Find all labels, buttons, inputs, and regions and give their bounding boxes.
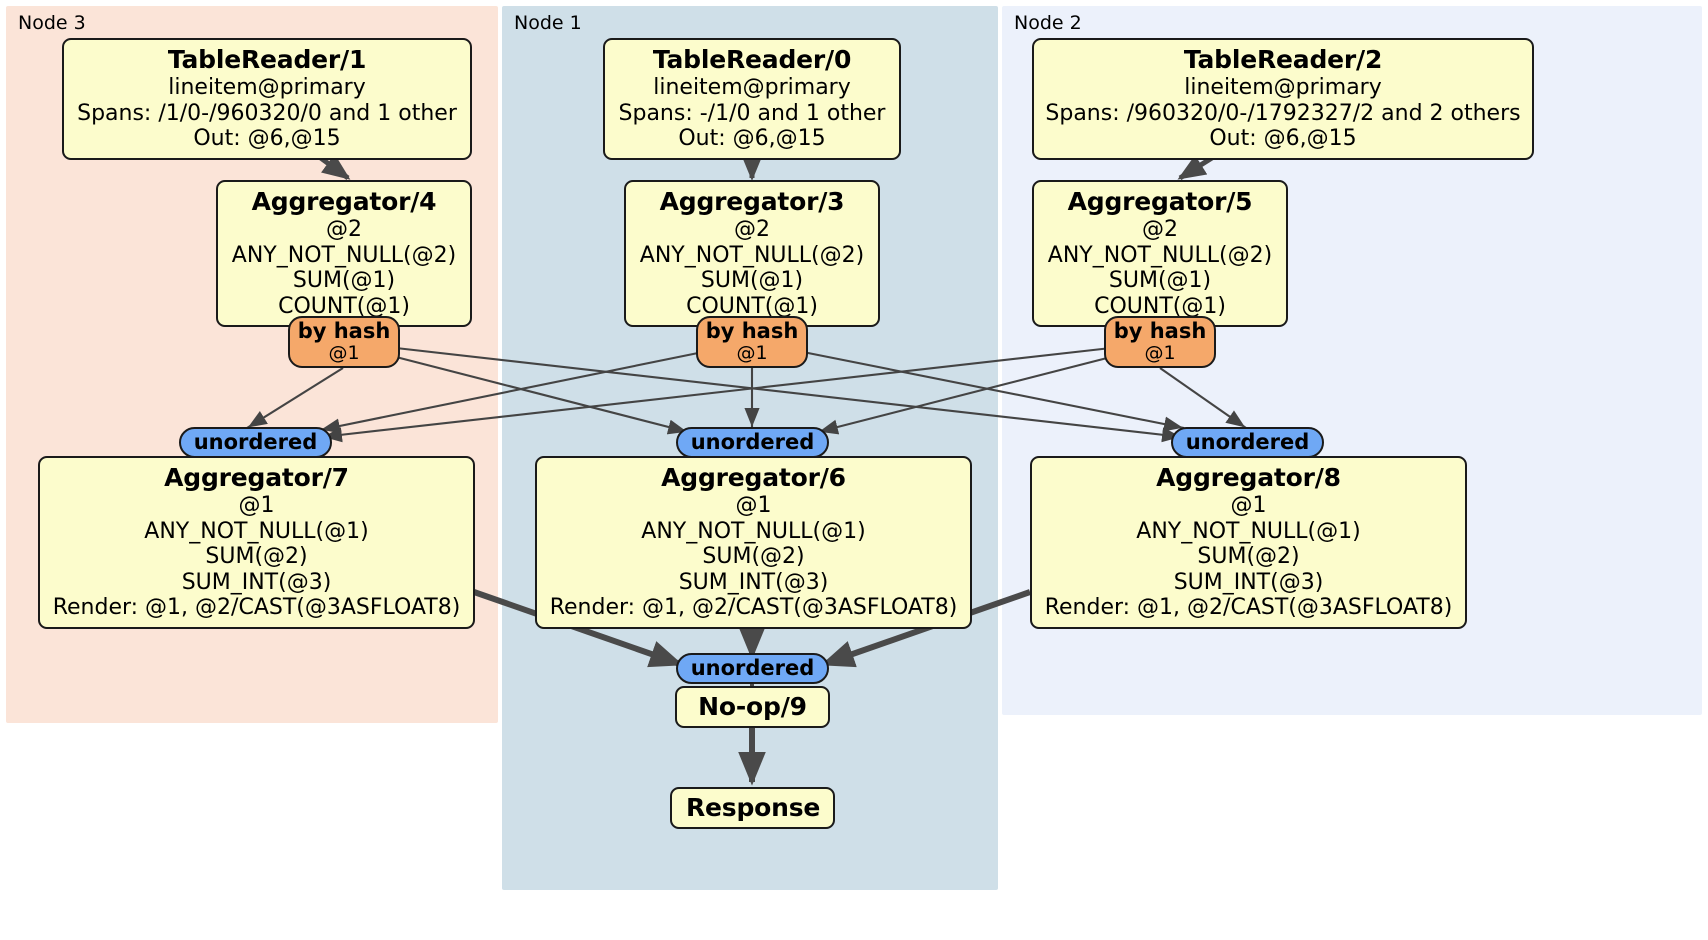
processor-line: ANY_NOT_NULL(@1) <box>641 518 866 544</box>
processor-line: COUNT(@1) <box>278 293 410 319</box>
processor-line: SUM_INT(@3) <box>181 569 332 595</box>
processor-title: Aggregator/5 <box>1067 187 1253 216</box>
processor-line: Out: @6,@15 <box>678 126 826 152</box>
cluster-label-node-1: Node 1 <box>514 12 582 34</box>
processor-title: TableReader/1 <box>167 45 367 74</box>
processor-line: @2 <box>1142 217 1178 242</box>
router-label: by hash <box>705 319 799 343</box>
processor-title: Aggregator/8 <box>1156 463 1341 492</box>
processor-title: Aggregator/4 <box>251 187 437 216</box>
router-unordered-final[interactable]: unordered <box>676 653 829 684</box>
processor-aggregator-5[interactable]: Aggregator/5 @2 ANY_NOT_NULL(@2) SUM(@1)… <box>1032 180 1288 328</box>
processor-aggregator-7[interactable]: Aggregator/7 @1 ANY_NOT_NULL(@1) SUM(@2)… <box>38 456 475 629</box>
processor-aggregator-4[interactable]: Aggregator/4 @2 ANY_NOT_NULL(@2) SUM(@1)… <box>216 180 472 328</box>
processor-title: Aggregator/3 <box>659 187 845 216</box>
router-sublabel: @1 <box>1144 342 1176 365</box>
processor-noop-9[interactable]: No-op/9 <box>675 686 830 728</box>
processor-line: SUM(@2) <box>1197 544 1300 570</box>
processor-title: TableReader/2 <box>1183 45 1383 74</box>
processor-line: Out: @6,@15 <box>1209 126 1357 152</box>
processor-table-reader-0[interactable]: TableReader/0 lineitem@primary Spans: -/… <box>603 38 901 160</box>
processor-line: COUNT(@1) <box>686 293 818 319</box>
processor-line: SUM(@1) <box>1108 268 1212 294</box>
processor-line: SUM(@1) <box>292 268 396 294</box>
processor-line: SUM(@1) <box>700 268 804 294</box>
processor-line: lineitem@primary <box>168 75 366 100</box>
router-label: by hash <box>297 319 391 343</box>
processor-table-reader-1[interactable]: TableReader/1 lineitem@primary Spans: /1… <box>62 38 472 160</box>
router-label: unordered <box>690 429 815 454</box>
processor-line: Render: @1, @2/CAST(@3ASFLOAT8) <box>1044 595 1453 621</box>
processor-line: SUM_INT(@3) <box>678 569 829 595</box>
router-unordered-mid[interactable]: unordered <box>676 427 829 458</box>
processor-line: SUM(@2) <box>205 544 308 570</box>
processor-line: @1 <box>735 493 772 518</box>
router-by-hash-right[interactable]: by hash @1 <box>1104 316 1216 368</box>
processor-title: Response <box>686 793 821 822</box>
processor-title: No-op/9 <box>698 692 807 721</box>
router-by-hash-mid[interactable]: by hash @1 <box>696 316 808 368</box>
processor-line: SUM(@2) <box>702 544 805 570</box>
processor-line: Spans: -/1/0 and 1 other <box>618 100 886 126</box>
processor-line: @2 <box>326 217 362 242</box>
processor-line: SUM_INT(@3) <box>1173 569 1324 595</box>
processor-aggregator-3[interactable]: Aggregator/3 @2 ANY_NOT_NULL(@2) SUM(@1)… <box>624 180 880 328</box>
router-unordered-right[interactable]: unordered <box>1171 427 1324 458</box>
processor-title: Aggregator/6 <box>661 463 846 492</box>
processor-line: Spans: /960320/0-/1792327/2 and 2 others <box>1045 100 1521 126</box>
processor-line: ANY_NOT_NULL(@2) <box>1047 242 1273 268</box>
processor-line: @2 <box>734 217 770 242</box>
processor-line: Render: @1, @2/CAST(@3ASFLOAT8) <box>549 595 958 621</box>
router-label: unordered <box>690 655 815 680</box>
router-by-hash-left[interactable]: by hash @1 <box>288 316 400 368</box>
processor-line: Out: @6,@15 <box>193 126 341 152</box>
processor-line: lineitem@primary <box>653 75 851 100</box>
processor-line: Spans: /1/0-/960320/0 and 1 other <box>77 100 457 126</box>
processor-line: @1 <box>238 493 275 518</box>
processor-aggregator-6[interactable]: Aggregator/6 @1 ANY_NOT_NULL(@1) SUM(@2)… <box>535 456 972 629</box>
processor-line: @1 <box>1230 493 1267 518</box>
processor-line: lineitem@primary <box>1184 75 1382 100</box>
processor-line: ANY_NOT_NULL(@2) <box>231 242 457 268</box>
processor-line: ANY_NOT_NULL(@2) <box>639 242 865 268</box>
processor-line: Render: @1, @2/CAST(@3ASFLOAT8) <box>52 595 461 621</box>
processor-line: ANY_NOT_NULL(@1) <box>1136 518 1361 544</box>
processor-aggregator-8[interactable]: Aggregator/8 @1 ANY_NOT_NULL(@1) SUM(@2)… <box>1030 456 1467 629</box>
router-sublabel: @1 <box>736 342 768 365</box>
router-sublabel: @1 <box>328 342 360 365</box>
cluster-label-node-3: Node 3 <box>18 12 86 34</box>
processor-title: TableReader/0 <box>652 45 852 74</box>
router-label: unordered <box>193 429 318 454</box>
router-label: by hash <box>1113 319 1207 343</box>
router-label: unordered <box>1185 429 1310 454</box>
processor-table-reader-2[interactable]: TableReader/2 lineitem@primary Spans: /9… <box>1032 38 1534 160</box>
router-unordered-left[interactable]: unordered <box>179 427 332 458</box>
processor-line: COUNT(@1) <box>1094 293 1226 319</box>
cluster-label-node-2: Node 2 <box>1014 12 1082 34</box>
processor-title: Aggregator/7 <box>164 463 349 492</box>
processor-response[interactable]: Response <box>670 787 835 829</box>
processor-line: ANY_NOT_NULL(@1) <box>144 518 369 544</box>
